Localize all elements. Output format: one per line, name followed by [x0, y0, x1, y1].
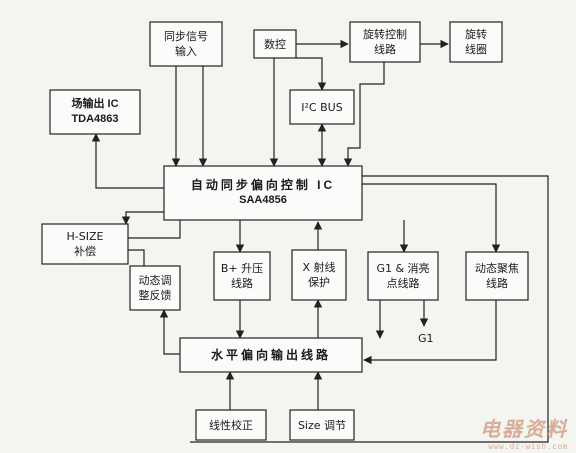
watermark-url: www.dz-wish.com: [488, 442, 568, 451]
watermark: 电器资料 www.dz-wish.com: [480, 413, 568, 451]
field-ic-box-outline: [49, 89, 141, 135]
numeric-ctrl-box-outline: [253, 29, 297, 59]
main-ic-box-outline: [163, 165, 363, 221]
sync-input-box-outline: [149, 21, 223, 67]
horizontal-out-box-outline: [179, 337, 363, 373]
g1-output-label: G1: [418, 332, 434, 345]
size-adjust-box-outline: [289, 409, 355, 441]
dynamic-focus-box-outline: [465, 251, 529, 301]
watermark-text: 电器资料: [480, 417, 568, 441]
xray-box-outline: [291, 249, 347, 301]
b-plus-box-outline: [213, 251, 271, 301]
hsize-box-outline: [41, 223, 129, 265]
i2c-bus-box-outline: [289, 89, 355, 125]
linearity-box-outline: [195, 409, 267, 441]
rotation-coil-box-outline: [449, 21, 503, 63]
g1-blank-box-outline: [367, 251, 439, 301]
dynamic-adjust-box-outline: [129, 265, 181, 311]
rotation-ctrl-box-outline: [349, 21, 421, 63]
